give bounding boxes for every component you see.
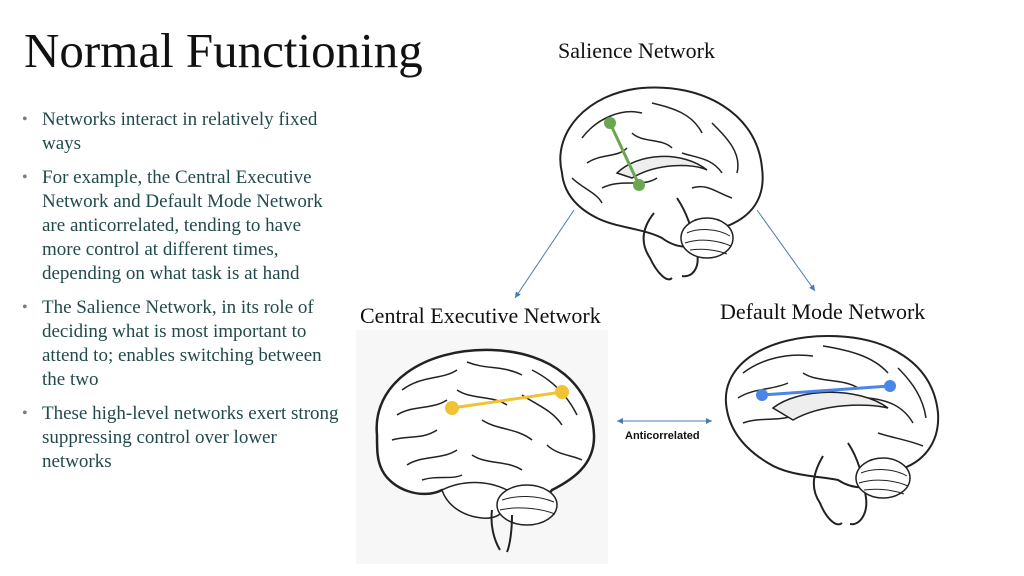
bullet-item: • Networks interact in relatively fixed w…	[22, 108, 344, 156]
bullet-text: These high-level networks exert strong s…	[42, 403, 339, 472]
bullet-item: • These high-level networks exert strong …	[22, 402, 344, 474]
anticorrelated-label: Anticorrelated	[625, 430, 700, 442]
salience-node	[633, 179, 645, 191]
slide-title: Normal Functioning	[24, 23, 423, 78]
central-executive-brain-illustration	[375, 348, 596, 553]
default-mode-brain-illustration	[724, 334, 940, 526]
bullet-dot: •	[22, 405, 28, 422]
salience-network-connection	[608, 122, 641, 186]
arrow-salience-to-central	[514, 209, 575, 299]
arrow-salience-to-default	[756, 209, 816, 292]
central-executive-node	[445, 401, 459, 415]
salience-node	[604, 117, 616, 129]
default-mode-connection	[761, 384, 891, 397]
central-executive-connection	[451, 390, 563, 410]
salience-network-heading: Salience Network	[558, 38, 715, 63]
central-executive-node	[555, 385, 569, 399]
salience-brain-illustration	[559, 86, 764, 281]
bullet-dot: •	[22, 111, 28, 128]
bullet-text: Networks interact in relatively fixed wa…	[42, 109, 318, 154]
bullet-item: • For example, the Central Executive Netw…	[22, 166, 344, 286]
bullet-dot: •	[22, 169, 28, 186]
central-executive-network-heading: Central Executive Network	[360, 303, 601, 328]
default-mode-node	[756, 389, 768, 401]
default-mode-node	[884, 380, 896, 392]
default-mode-network-heading: Default Mode Network	[720, 299, 926, 324]
bullet-item: • The Salience Network, in its role of de…	[22, 296, 344, 392]
bullet-text: For example, the Central Executive Netwo…	[42, 167, 323, 284]
bullet-dot: •	[22, 299, 28, 316]
bullet-list: • Networks interact in relatively fixed w…	[22, 108, 344, 484]
bullet-text: The Salience Network, in its role of dec…	[42, 297, 322, 390]
